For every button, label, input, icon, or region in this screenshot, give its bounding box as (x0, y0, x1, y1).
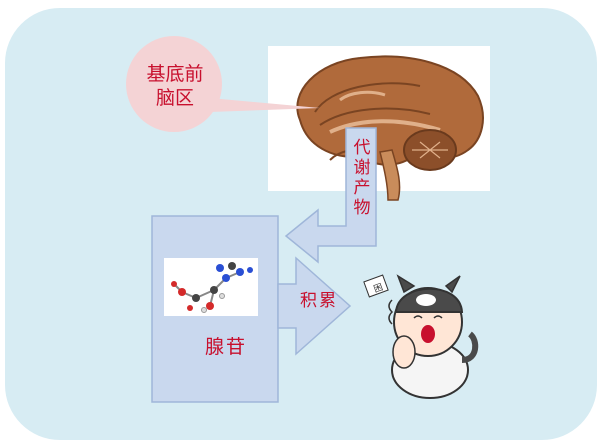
adenosine-label: 腺苷 (204, 336, 247, 358)
metabolite-char: 产 (353, 178, 371, 198)
metabolite-char: 代 (353, 138, 371, 158)
adenosine-molecule-icon (171, 262, 253, 313)
accumulate-label: 积累 (300, 291, 338, 311)
brain-region-label-line1: 基底前 (146, 63, 204, 85)
metabolite-char: 物 (353, 198, 371, 218)
metabolite-label: 代 谢 产 物 (350, 138, 374, 218)
brain-illustration (296, 55, 484, 201)
metabolite-arrow (284, 127, 377, 264)
brain-region-label-line2: 脑区 (155, 87, 194, 109)
metabolite-char: 谢 (353, 158, 371, 178)
sleepy-character-illustration (388, 274, 479, 399)
brain-region-bubble (126, 36, 320, 132)
sleepy-stamp (363, 274, 389, 298)
accumulation-arrow (277, 256, 352, 356)
brain-region-label: 基底前 脑区 (130, 62, 220, 110)
